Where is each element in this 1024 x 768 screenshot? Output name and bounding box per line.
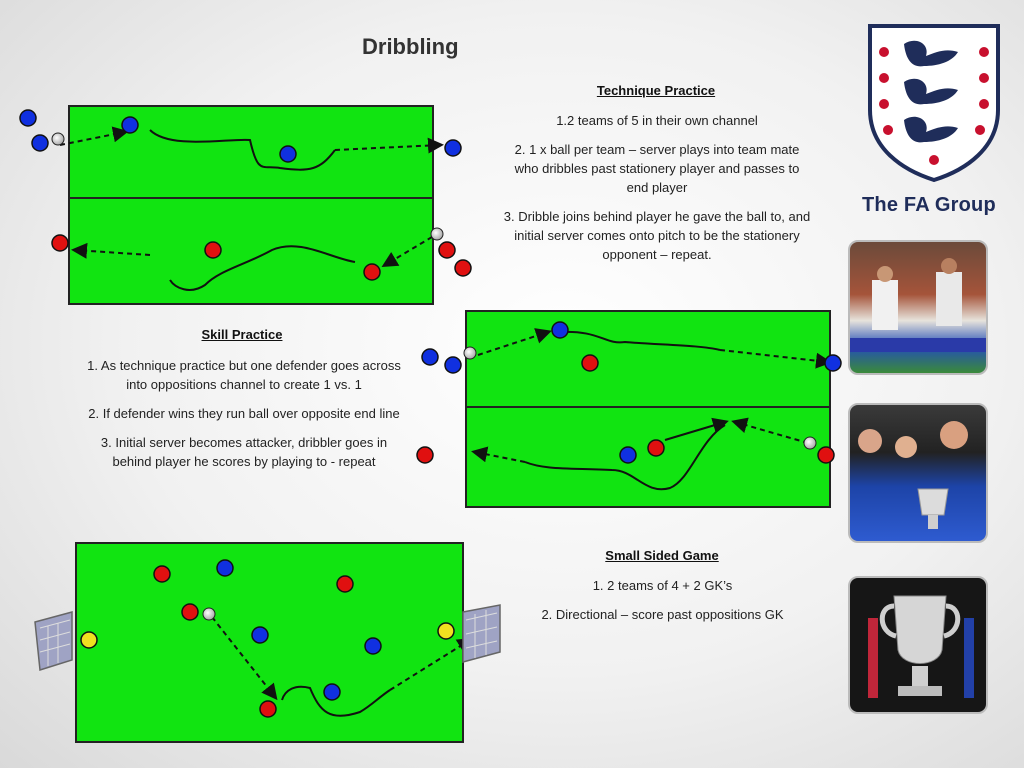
fa-crest-logo <box>868 24 1000 182</box>
channel-divider <box>70 197 432 199</box>
skill-pitch <box>465 310 831 508</box>
fa-group-logo-text: The FA Group <box>862 194 996 216</box>
skill-list: 1. As technique practice but one defende… <box>84 356 404 481</box>
technique-list: 1.2 teams of 5 in their own channel 2. 1… <box>502 111 812 274</box>
list-item: 1. 2 teams of 4 + 2 GK’s <box>592 578 733 593</box>
page-title: Dribbling <box>362 34 459 59</box>
ssg-list: 1. 2 teams of 4 + 2 GK’s 2. Directional … <box>510 576 815 634</box>
goal-right <box>462 604 501 663</box>
photo-trophy-celebration <box>848 403 988 543</box>
goal-left <box>34 611 73 671</box>
ssg-heading: Small Sided Game <box>605 548 719 563</box>
list-item: 1.2 teams of 5 in their own channel <box>556 113 758 128</box>
photo-fa-cup-trophy <box>848 576 988 714</box>
list-item: 2. If defender wins they run ball over o… <box>88 406 400 421</box>
list-item: 2. 1 x ball per team – server plays into… <box>514 142 800 195</box>
list-item: 1. As technique practice but one defende… <box>87 358 401 392</box>
channel-divider <box>467 406 829 408</box>
list-item: 3. Initial server becomes attacker, drib… <box>100 435 388 469</box>
photo-match-players <box>848 240 988 375</box>
skill-heading: Skill Practice <box>201 327 283 342</box>
list-item: 2. Directional – score past oppositions … <box>541 607 784 622</box>
technique-heading: Technique Practice <box>596 83 716 98</box>
list-item: 3. Dribble joins behind player he gave t… <box>503 209 811 262</box>
technique-pitch <box>68 105 434 305</box>
ssg-pitch <box>75 542 464 743</box>
